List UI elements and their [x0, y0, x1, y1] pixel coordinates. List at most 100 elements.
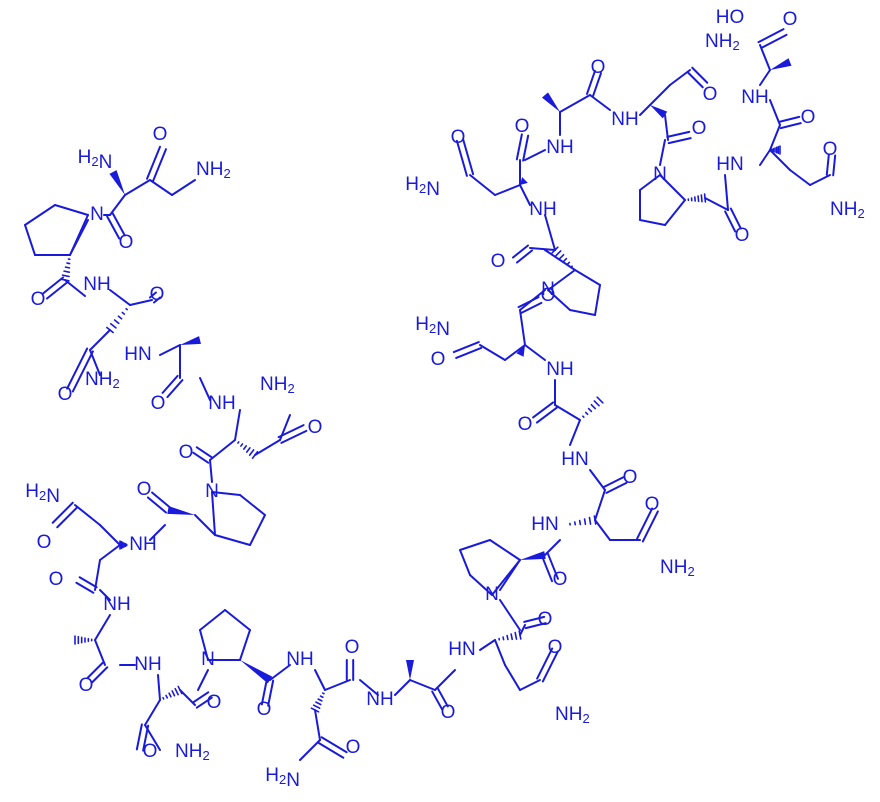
bond [195, 696, 213, 709]
oxygen-label: O [137, 479, 152, 500]
bond [504, 344, 526, 361]
bond [45, 281, 68, 300]
bond [312, 704, 321, 709]
bond [589, 94, 611, 111]
amide-hn-label: HN [561, 449, 588, 470]
bond [724, 174, 729, 211]
amine-nh2-label: NH2 [830, 199, 865, 221]
bond [592, 72, 603, 98]
bond [555, 250, 562, 257]
bond [199, 609, 226, 631]
amide-nh-label: NH [546, 359, 573, 380]
bond [317, 741, 345, 759]
oxygen-label: O [538, 609, 553, 630]
bond [520, 301, 543, 314]
bond [248, 449, 255, 456]
wedge-bond [180, 336, 201, 345]
bond [512, 244, 530, 259]
bond [99, 589, 111, 601]
bond [452, 341, 480, 354]
bond [499, 559, 521, 591]
bond [269, 664, 291, 681]
amide-nh-label: NH [286, 649, 313, 670]
bond [239, 629, 251, 661]
bond [151, 148, 167, 183]
bond [151, 491, 172, 509]
amide-hn-label: HN [716, 154, 743, 175]
amide-hn-label: HN [448, 639, 475, 660]
bond [209, 459, 213, 483]
oxygen-label: O [591, 57, 606, 78]
bond [669, 69, 691, 86]
bond [522, 134, 530, 162]
bond [535, 406, 558, 424]
amide-nh-label: NH [83, 274, 110, 295]
bond [106, 215, 121, 240]
bond [570, 265, 573, 268]
bond [314, 669, 326, 691]
oxygen-label: O [151, 393, 166, 414]
oxygen-label: O [801, 107, 816, 128]
amine-h2n-label: H2N [25, 481, 60, 507]
bond [234, 409, 241, 441]
bond [146, 496, 167, 514]
bond [121, 311, 126, 315]
bond [254, 439, 281, 456]
wedge-bond [167, 506, 195, 515]
bond [455, 346, 483, 359]
bond [769, 149, 791, 171]
bond [245, 447, 251, 453]
bond [99, 544, 121, 561]
bond [197, 669, 209, 691]
bond [192, 691, 210, 704]
bond [590, 403, 597, 410]
bond [519, 184, 531, 206]
bond [91, 666, 109, 684]
bond [42, 276, 65, 295]
bond [211, 491, 216, 536]
bond [148, 291, 157, 299]
bond [142, 724, 150, 752]
bond [168, 692, 172, 698]
oxygen-label: O [451, 127, 466, 148]
oxygen-label: O [153, 124, 168, 145]
wedge-bond [516, 345, 525, 357]
bond [54, 204, 89, 216]
bond [161, 374, 179, 394]
oxygen-label: O [58, 384, 73, 405]
bond [825, 153, 830, 176]
bond [243, 445, 247, 450]
bond [529, 247, 556, 251]
bond [56, 506, 79, 529]
bond [541, 555, 554, 583]
wedge-bond [406, 660, 414, 680]
bond [546, 552, 559, 580]
bond [594, 489, 606, 521]
bond [125, 307, 128, 311]
bond [769, 99, 781, 126]
bond [566, 261, 571, 266]
oxygen-label: O [143, 741, 158, 762]
oxygen-label: O [308, 417, 323, 438]
bond [532, 401, 555, 419]
bond [666, 130, 691, 138]
bond [462, 138, 475, 176]
bond [209, 439, 236, 461]
oxygen-label: O [207, 692, 222, 713]
bond [593, 400, 600, 407]
bond [594, 519, 611, 541]
bond [667, 137, 692, 145]
amide-nh-label: NH [529, 199, 556, 220]
bond [704, 197, 729, 211]
bond [94, 639, 106, 666]
bond [69, 219, 89, 256]
bond [578, 519, 582, 526]
bond [64, 279, 86, 297]
bond [759, 149, 771, 166]
bond [519, 309, 526, 346]
bond [459, 549, 471, 576]
bond [605, 481, 628, 494]
amide-hn-label: HN [531, 514, 558, 535]
bond [589, 469, 606, 491]
